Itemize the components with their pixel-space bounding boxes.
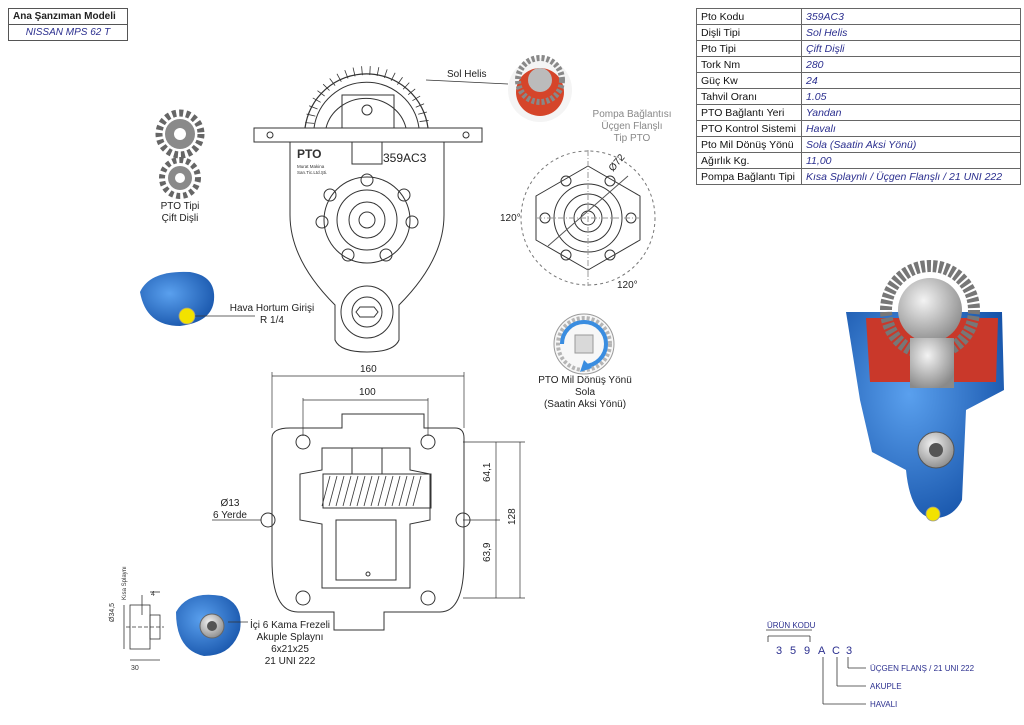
dim-30: 30 <box>131 665 139 672</box>
product-code-legend <box>766 629 866 705</box>
label-kama-2: Akuple Splaynı <box>256 632 324 643</box>
dim-64-1: 64,1 <box>482 462 493 482</box>
label-pto-tipi: PTO Tipi Çift Dişli <box>140 201 220 225</box>
air-inlet-photo <box>140 271 215 326</box>
label-donus-3: (Saatin Aksi Yönü) <box>543 399 627 410</box>
pump-flange-drawing <box>520 150 656 286</box>
label-air-inlet: Hava Hortum Girişi R 1/4 <box>222 303 322 327</box>
code-title: ÜRÜN KODU <box>767 621 816 630</box>
dim-kisa: Kısa Splaynı <box>122 566 128 600</box>
label-kama-3: 6x21x25 <box>271 644 309 655</box>
spec-value: Sol Helis <box>801 24 1021 41</box>
code-char: 5 <box>790 645 796 657</box>
dim-100: 100 <box>359 387 376 398</box>
spec-value: Kısa Splaynlı / Üçgen Flanşlı / 21 UNI 2… <box>801 168 1021 185</box>
label-delik-2: 6 Yerde <box>213 510 247 521</box>
shaft-photo <box>176 594 241 656</box>
label-hava-1: Hava Hortum Girişi <box>229 303 315 314</box>
label-donus-1: PTO Mil Dönüş Yönü <box>538 375 632 386</box>
pto-logo: PTO <box>297 147 321 161</box>
dim-160: 160 <box>360 364 377 375</box>
dim-4: 4 <box>151 591 155 598</box>
pto-unit-photo <box>846 260 1004 522</box>
helical-gear-photo <box>508 55 572 122</box>
model-title: Ana Şanzıman Modeli <box>9 9 127 25</box>
dim-o34-5: Ø34,5 <box>109 603 116 622</box>
label-hava-2: R 1/4 <box>260 315 284 326</box>
label-pompa-3: Tip PTO <box>613 133 651 144</box>
shaft-section-drawing <box>123 591 164 661</box>
label-delik-1: Ø13 <box>220 498 240 509</box>
spec-key: Güç Kw <box>696 72 802 89</box>
label-pto-tipi-2: Çift Dişli <box>161 213 199 224</box>
code-havali: HAVALI <box>870 700 897 709</box>
spec-value: 1.05 <box>801 88 1021 105</box>
double-gear-icon <box>155 109 205 199</box>
spec-value: Yandan <box>801 104 1021 121</box>
body-code: 359AC3 <box>383 151 427 165</box>
rotation-direction-icon <box>553 313 615 375</box>
spec-key: Pto Mil Dönüş Yönü <box>696 136 802 153</box>
label-pump-connection: Pompa Bağlantısı Üçgen Flanşlı Tip PTO <box>587 109 677 145</box>
label-holes: Ø13 6 Yerde <box>200 498 260 522</box>
dim-angle-1: 120° <box>500 213 521 224</box>
code-char: A <box>818 645 826 657</box>
pto-logo-sub-1: Murat Makina <box>297 164 325 169</box>
spec-key: PTO Bağlantı Yeri <box>696 104 802 121</box>
pto-logo-sub-2: San.Tic.Ltd.Şti. <box>297 170 327 175</box>
label-spline: İçi 6 Kama Frezeli Akuple Splaynı 6x21x2… <box>240 620 340 668</box>
model-box: Ana Şanzıman Modeli NISSAN MPS 62 T <box>8 8 128 41</box>
label-donus-2: Sola <box>574 387 595 398</box>
label-rotation-direction: PTO Mil Dönüş Yönü Sola (Saatin Aksi Yön… <box>530 375 640 411</box>
label-sol-helis: Sol Helis <box>447 69 486 80</box>
code-char: 9 <box>804 645 810 657</box>
front-view-drawing <box>212 372 525 631</box>
code-char: C <box>832 645 840 657</box>
dim-128: 128 <box>507 508 518 525</box>
code-flans: ÜÇGEN FLANŞ / 21 UNI 222 <box>870 664 975 673</box>
dim-angle-2: 120° <box>617 280 638 291</box>
label-pompa-1: Pompa Bağlantısı <box>592 109 672 120</box>
code-char: 3 <box>776 645 782 657</box>
label-kama-1: İçi 6 Kama Frezeli <box>249 620 331 631</box>
label-pompa-2: Üçgen Flanşlı <box>601 121 663 132</box>
code-akuple: AKUPLE <box>870 682 902 691</box>
code-char: 3 <box>846 645 852 657</box>
dim-o72: Ø72 <box>607 152 628 174</box>
side-view-drawing <box>253 66 483 353</box>
spec-key: PTO Kontrol Sistemi <box>696 120 802 137</box>
dim-63-9: 63,9 <box>482 542 493 562</box>
label-kama-4: 21 UNI 222 <box>264 656 316 667</box>
label-pto-tipi-1: PTO Tipi <box>160 201 200 212</box>
spec-key: Tahvil Oranı <box>696 88 802 105</box>
model-name: NISSAN MPS 62 T <box>25 27 111 38</box>
